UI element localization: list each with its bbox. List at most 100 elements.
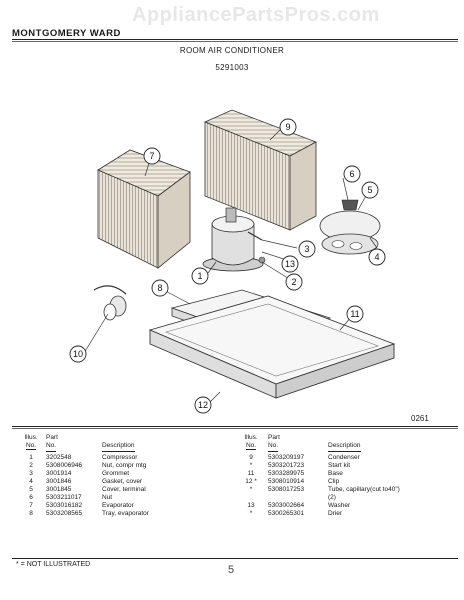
part-number-cell: 3001846 bbox=[46, 478, 72, 486]
callout-7: 7 bbox=[143, 147, 161, 165]
table-row: 12 * 5308010914 Clip bbox=[234, 478, 458, 486]
illus-cell: 7 bbox=[29, 502, 33, 510]
evaporator-coil bbox=[97, 149, 191, 269]
part-number-cell: 5303209197 bbox=[268, 453, 305, 461]
part-number-cell: 3001845 bbox=[46, 486, 72, 494]
condenser-coil bbox=[203, 109, 317, 231]
callout-4-label: 4 bbox=[374, 252, 379, 262]
callout-3: 3 bbox=[298, 240, 316, 258]
callout-5: 5 bbox=[361, 181, 379, 199]
description-cell: Tray, evaporator bbox=[102, 510, 149, 518]
part-number-cell: 5303211017 bbox=[46, 494, 82, 502]
illus-cell: * bbox=[249, 510, 253, 518]
page-mark: 5 bbox=[228, 564, 235, 576]
table-row: 7 5303016182 Evaporator bbox=[16, 502, 222, 510]
parts-table-left: Illus. No. Part No. . Description 132025… bbox=[16, 434, 222, 519]
part-number-cell: 5308010914 bbox=[268, 478, 305, 486]
header-illus-top: Illus. bbox=[244, 434, 258, 441]
illus-cell: 12 * bbox=[245, 478, 257, 486]
callout-markers: 1 2 3 4 5 6 7 8 9 10 11 12 13 bbox=[69, 118, 386, 414]
description-cell: Drier bbox=[328, 510, 343, 518]
callout-10-label: 10 bbox=[73, 349, 83, 359]
description-cell: Gasket, cover bbox=[102, 478, 143, 486]
illus-cell: 6 bbox=[29, 494, 33, 502]
header-illus-bottom: No. bbox=[245, 442, 257, 451]
model-number: 5291003 bbox=[215, 63, 249, 72]
illus-cell: 8 bbox=[29, 510, 33, 518]
part-number-cell: 3001914 bbox=[46, 470, 72, 477]
illus-cell: 11 bbox=[247, 470, 255, 477]
table-row: * 5308017253 Tube, capillary(cut to40") bbox=[234, 486, 458, 494]
header-part-top: Part bbox=[268, 434, 280, 441]
header-part-top: Part bbox=[46, 434, 58, 441]
illus-cell: 3 bbox=[29, 470, 33, 477]
table-top-rule-secondary bbox=[12, 428, 458, 429]
table-header: Illus. No. Part No. . Description bbox=[234, 434, 458, 452]
callout-11-label: 11 bbox=[350, 309, 359, 319]
callout-12: 12 bbox=[194, 396, 212, 414]
callout-12-label: 12 bbox=[198, 400, 208, 410]
not-illustrated-note: * = NOT ILLUSTRATED bbox=[16, 561, 91, 568]
description-cell: Clip bbox=[328, 478, 340, 486]
description-cell: Base bbox=[328, 470, 343, 477]
illus-cell: 2 bbox=[29, 461, 33, 469]
callout-8: 8 bbox=[151, 279, 169, 297]
callout-13-label: 13 bbox=[285, 259, 295, 269]
description-cell: (2) bbox=[328, 494, 336, 502]
table-header: Illus. No. Part No. . Description bbox=[16, 434, 222, 452]
illus-cell: * bbox=[249, 461, 253, 469]
compressor bbox=[202, 207, 266, 272]
callout-2: 2 bbox=[285, 273, 303, 291]
callout-7-label: 7 bbox=[149, 151, 154, 161]
part-number-cell: 5303016182 bbox=[46, 502, 83, 510]
description-cell: Condenser bbox=[328, 453, 360, 461]
description-cell: Tube, capillary(cut to40") bbox=[328, 486, 400, 494]
description-cell: Nut bbox=[102, 494, 113, 502]
illus-cell bbox=[234, 494, 268, 502]
illus-cell: 1 bbox=[29, 453, 33, 461]
description-cell: Evaporator bbox=[102, 502, 134, 510]
header-rule bbox=[12, 39, 458, 40]
header-rule-secondary bbox=[12, 41, 458, 42]
base-pan bbox=[148, 295, 396, 399]
callout-4: 4 bbox=[368, 248, 386, 266]
table-row: 6 5303211017 Nut bbox=[16, 494, 222, 502]
document-title: ROOM AIR CONDITIONER bbox=[179, 46, 285, 55]
table-top-rule bbox=[12, 426, 458, 427]
parts-table-right: Illus. No. Part No. . Description 9 53032… bbox=[234, 434, 458, 519]
header-illus-bottom: No. bbox=[25, 442, 37, 451]
callout-13: 13 bbox=[281, 255, 299, 273]
header-part-bottom: No. bbox=[268, 442, 279, 452]
description-cell: Grommet bbox=[102, 470, 130, 477]
callout-2-label: 2 bbox=[291, 277, 296, 287]
table-row: 3 3001914 Grommet bbox=[16, 470, 222, 478]
description-cell: Nut, compr mtg bbox=[102, 461, 147, 469]
callout-6: 6 bbox=[343, 165, 361, 183]
brand-name: MONTGOMERY WARD bbox=[12, 28, 121, 39]
callout-8-label: 8 bbox=[157, 283, 162, 293]
callout-11: 11 bbox=[346, 305, 364, 323]
part-number-cell: 5308017253 bbox=[268, 486, 305, 494]
callout-1-label: 1 bbox=[197, 271, 202, 281]
terminal-cover-assembly bbox=[319, 199, 381, 255]
callout-9-label: 9 bbox=[285, 122, 290, 132]
start-clip-parts bbox=[93, 285, 127, 321]
callout-1: 1 bbox=[191, 267, 209, 285]
callout-6-label: 6 bbox=[349, 169, 354, 179]
footer-rule bbox=[12, 558, 458, 559]
callout-3-label: 3 bbox=[304, 244, 309, 254]
description-cell: Cover, terminal bbox=[102, 486, 146, 494]
header-illus-top: Illus. bbox=[24, 434, 38, 441]
illus-cell: 9 bbox=[249, 453, 253, 461]
illus-cell: * bbox=[249, 486, 253, 494]
